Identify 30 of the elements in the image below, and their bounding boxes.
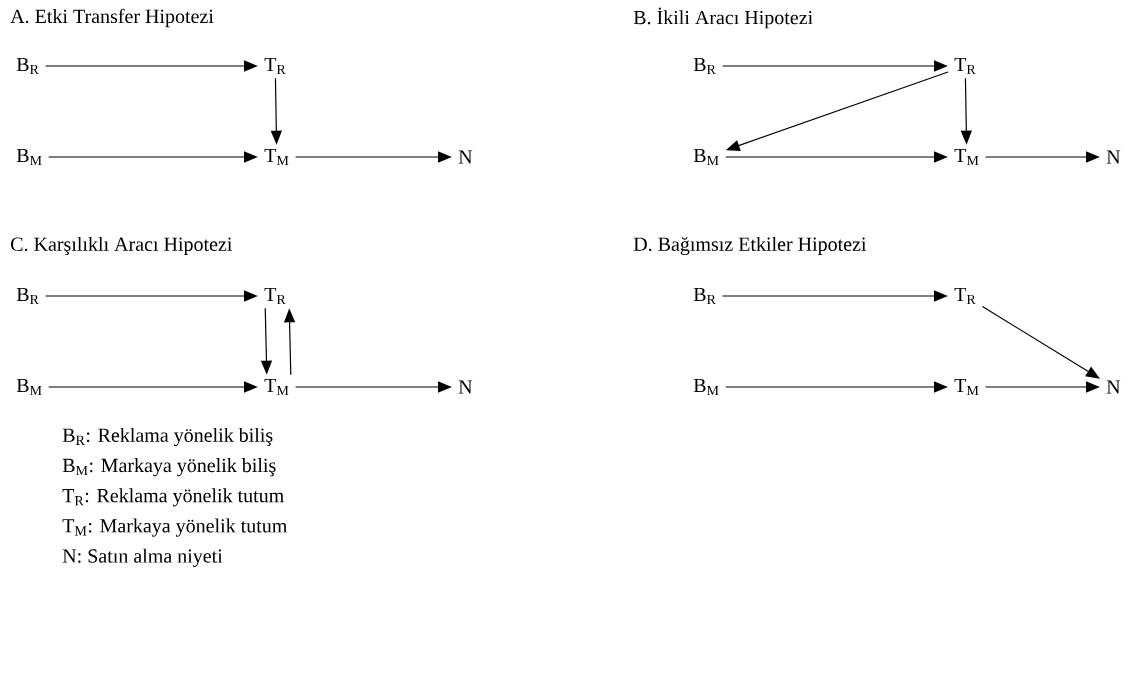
variable-label: N xyxy=(1106,380,1121,394)
panel-title: C. Karşılıklı Aracı Hipotezi xyxy=(11,236,232,256)
variable-label: B$_{M}$ xyxy=(16,148,42,166)
variable-label: T$_{M}$ xyxy=(954,148,979,166)
variable-label: B$_{R}$ xyxy=(693,57,716,75)
variable-label: T$_{M}$ xyxy=(264,148,289,166)
variable-label: T$_{R}$ xyxy=(264,287,286,305)
variable-label: T$_{M}$ xyxy=(264,378,289,396)
variable-label: B$_{M}$ xyxy=(693,148,719,166)
variable-label: B$_{M}$ xyxy=(693,378,719,396)
legend-entry: T$_{R}$: Reklama yönelik tutum xyxy=(62,488,284,507)
variable-label: N xyxy=(458,150,473,164)
variable-label: B$_{R}$ xyxy=(16,57,39,75)
variable-label: N xyxy=(1106,150,1121,164)
variable-label: T$_{R}$ xyxy=(954,57,976,75)
panel-title: A. Etki Transfer Hipotezi xyxy=(10,8,214,28)
variable-label: T$_{R}$ xyxy=(264,57,286,75)
legend-entry: N: Satın alma niyeti xyxy=(62,548,223,567)
variable-label: B$_{R}$ xyxy=(16,287,39,305)
legend-entry: B$_{R}$: Reklama yönelik biliş xyxy=(62,427,273,447)
variable-label: T$_{R}$ xyxy=(954,287,976,305)
arrow xyxy=(981,305,1100,379)
variable-label: B$_{M}$ xyxy=(16,378,42,396)
legend-entry: B$_{M}$: Markaya yönelik biliş xyxy=(62,458,276,477)
variable-label: T$_{M}$ xyxy=(954,378,979,396)
variable-label: N xyxy=(458,380,473,394)
panel-title: D. Bağımsız Etkiler Hipotezi xyxy=(633,236,867,256)
panel-title: B. İkili Aracı Hipotezi xyxy=(633,7,813,29)
legend-entry: T$_{M}$: Markaya yönelik tutum xyxy=(62,518,288,537)
variable-label: B$_{R}$ xyxy=(693,287,716,305)
